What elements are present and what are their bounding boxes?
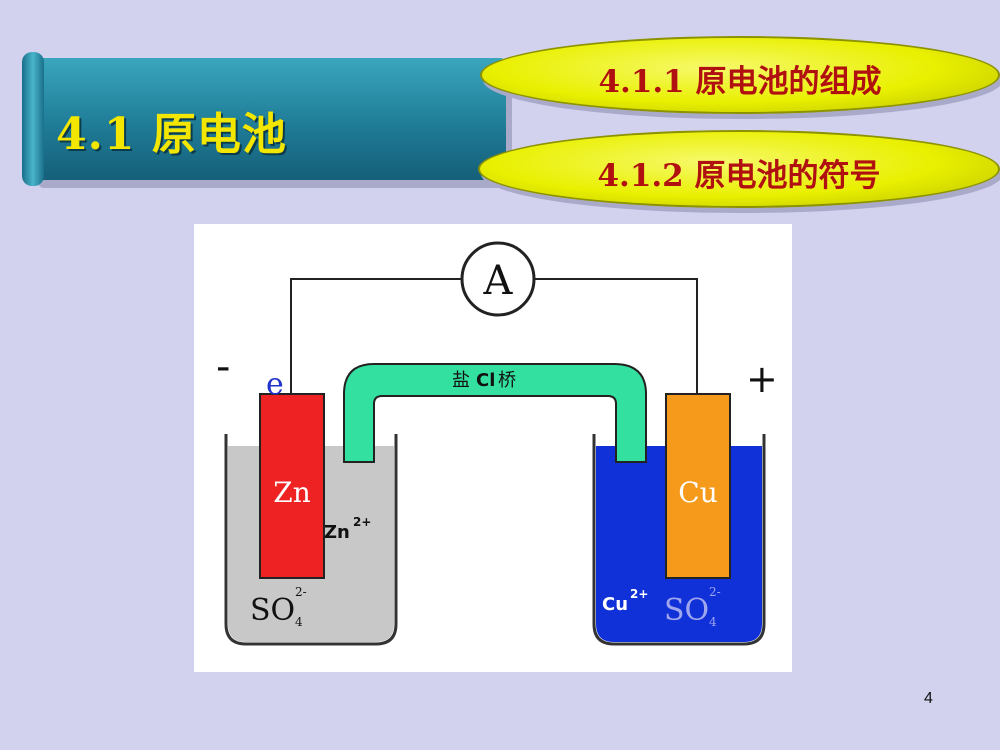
wire-left [290,278,462,394]
title-banner [22,52,506,186]
cu-ion-label: Cu [602,594,628,615]
right-sulfate-label: SO [664,593,709,628]
slide-title: 4.1 原电池 [56,109,287,160]
cu-electrode [665,393,731,579]
zn-label: Zn [273,476,311,509]
negative-sign: - [216,344,230,390]
subtopic-label-2: 4.1.2 原电池的符号 [597,158,881,194]
ammeter-label: A [483,258,514,304]
page-number: 4 [924,690,933,707]
salt-bridge [343,363,647,463]
left-beaker [224,434,398,646]
salt-bridge-label-end: 桥 [498,370,516,391]
right-beaker [592,434,766,646]
left-sulfate-subscript: 4 [295,615,303,629]
wire-right [534,278,698,394]
salt-bridge-ion: Cl [476,370,495,391]
electron-label: e [266,367,284,402]
positive-sign: + [746,357,778,401]
subtopic-label-1: 4.1.1 原电池的组成 [598,64,882,100]
cu-label: Cu [678,476,717,509]
subtopic-pill-2[interactable]: 4.1.2 原电池的符号 [478,130,1000,208]
zn-electrode [259,393,325,579]
right-sulfate-subscript: 4 [709,615,717,629]
cu-ion-charge: 2+ [630,587,648,601]
galvanic-cell-svg: A 盐 Cl 桥 Zn Cu - + e Zn 2+ SO 4 2- Cu 2+… [216,241,778,646]
zn-ion-label: Zn [324,522,350,543]
zn-ion-charge: 2+ [353,515,371,529]
banner-scroll-edge [22,52,44,186]
subtopic-pill-1[interactable]: 4.1.1 原电池的组成 [480,36,1000,114]
ammeter-icon [460,241,536,317]
left-sulfate-label: SO [250,593,295,628]
galvanic-cell-diagram: A 盐 Cl 桥 Zn Cu - + e Zn 2+ SO 4 2- Cu 2+… [194,224,792,672]
right-sulfate-charge: 2- [709,585,721,599]
salt-bridge-label: 盐 [452,370,470,391]
left-sulfate-charge: 2- [295,585,307,599]
